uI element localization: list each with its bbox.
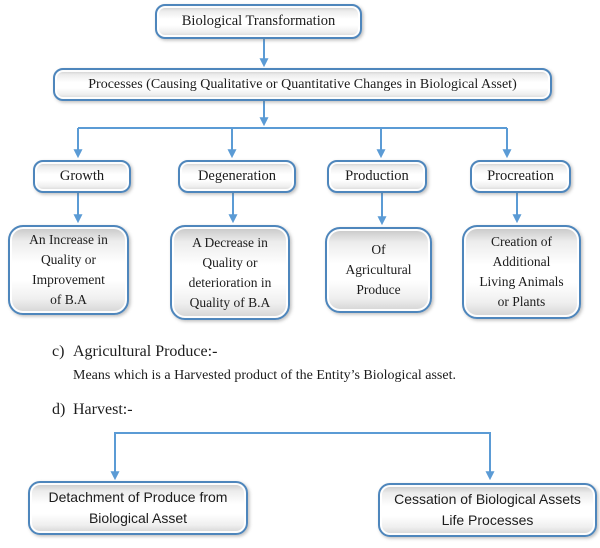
node-label: Of Agricultural Produce (345, 242, 412, 297)
node-detachment-of-produce: Detachment of Produce from Biological As… (28, 481, 248, 535)
node-label: An Increase in Quality or Improvement of… (29, 232, 108, 307)
node-production: Production (327, 160, 427, 193)
note-c-title: Agricultural Produce:- (73, 343, 218, 360)
node-biological-transformation: Biological Transformation (155, 4, 362, 39)
note-c-heading: c) Agricultural Produce:- (52, 343, 217, 361)
node-label: Growth (59, 168, 105, 184)
node-degeneration-description: A Decrease in Quality or deterioration i… (170, 225, 290, 320)
node-label: A Decrease in Quality or deterioration i… (188, 234, 272, 310)
node-procreation-description: Creation of Additional Living Animals or… (462, 225, 581, 319)
node-label: Production (345, 168, 409, 184)
note-d-title: Harvest:- (73, 401, 133, 418)
note-c-letter: c) (52, 343, 65, 360)
node-label: Cessation of Biological Assets Life Proc… (394, 491, 581, 528)
node-label: Processes (Causing Qualitative or Quanti… (88, 76, 517, 92)
node-procreation: Procreation (470, 160, 571, 193)
node-cessation-of-life-processes: Cessation of Biological Assets Life Proc… (378, 483, 597, 537)
node-degeneration: Degeneration (178, 160, 296, 193)
node-label: Procreation (487, 168, 554, 184)
node-label: Biological Transformation (181, 13, 336, 29)
note-d-heading: d) Harvest:- (52, 401, 133, 419)
node-growth: Growth (33, 160, 131, 193)
node-label: Degeneration (197, 168, 277, 184)
note-d-letter: d) (52, 401, 66, 418)
node-growth-description: An Increase in Quality or Improvement of… (8, 225, 129, 315)
note-c-body: Means which is a Harvested product of th… (73, 368, 456, 383)
node-label: Detachment of Produce from Biological As… (48, 489, 228, 526)
node-processes: Processes (Causing Qualitative or Quanti… (53, 68, 552, 101)
node-production-description: Of Agricultural Produce (325, 227, 432, 313)
node-label: Creation of Additional Living Animals or… (479, 234, 564, 309)
